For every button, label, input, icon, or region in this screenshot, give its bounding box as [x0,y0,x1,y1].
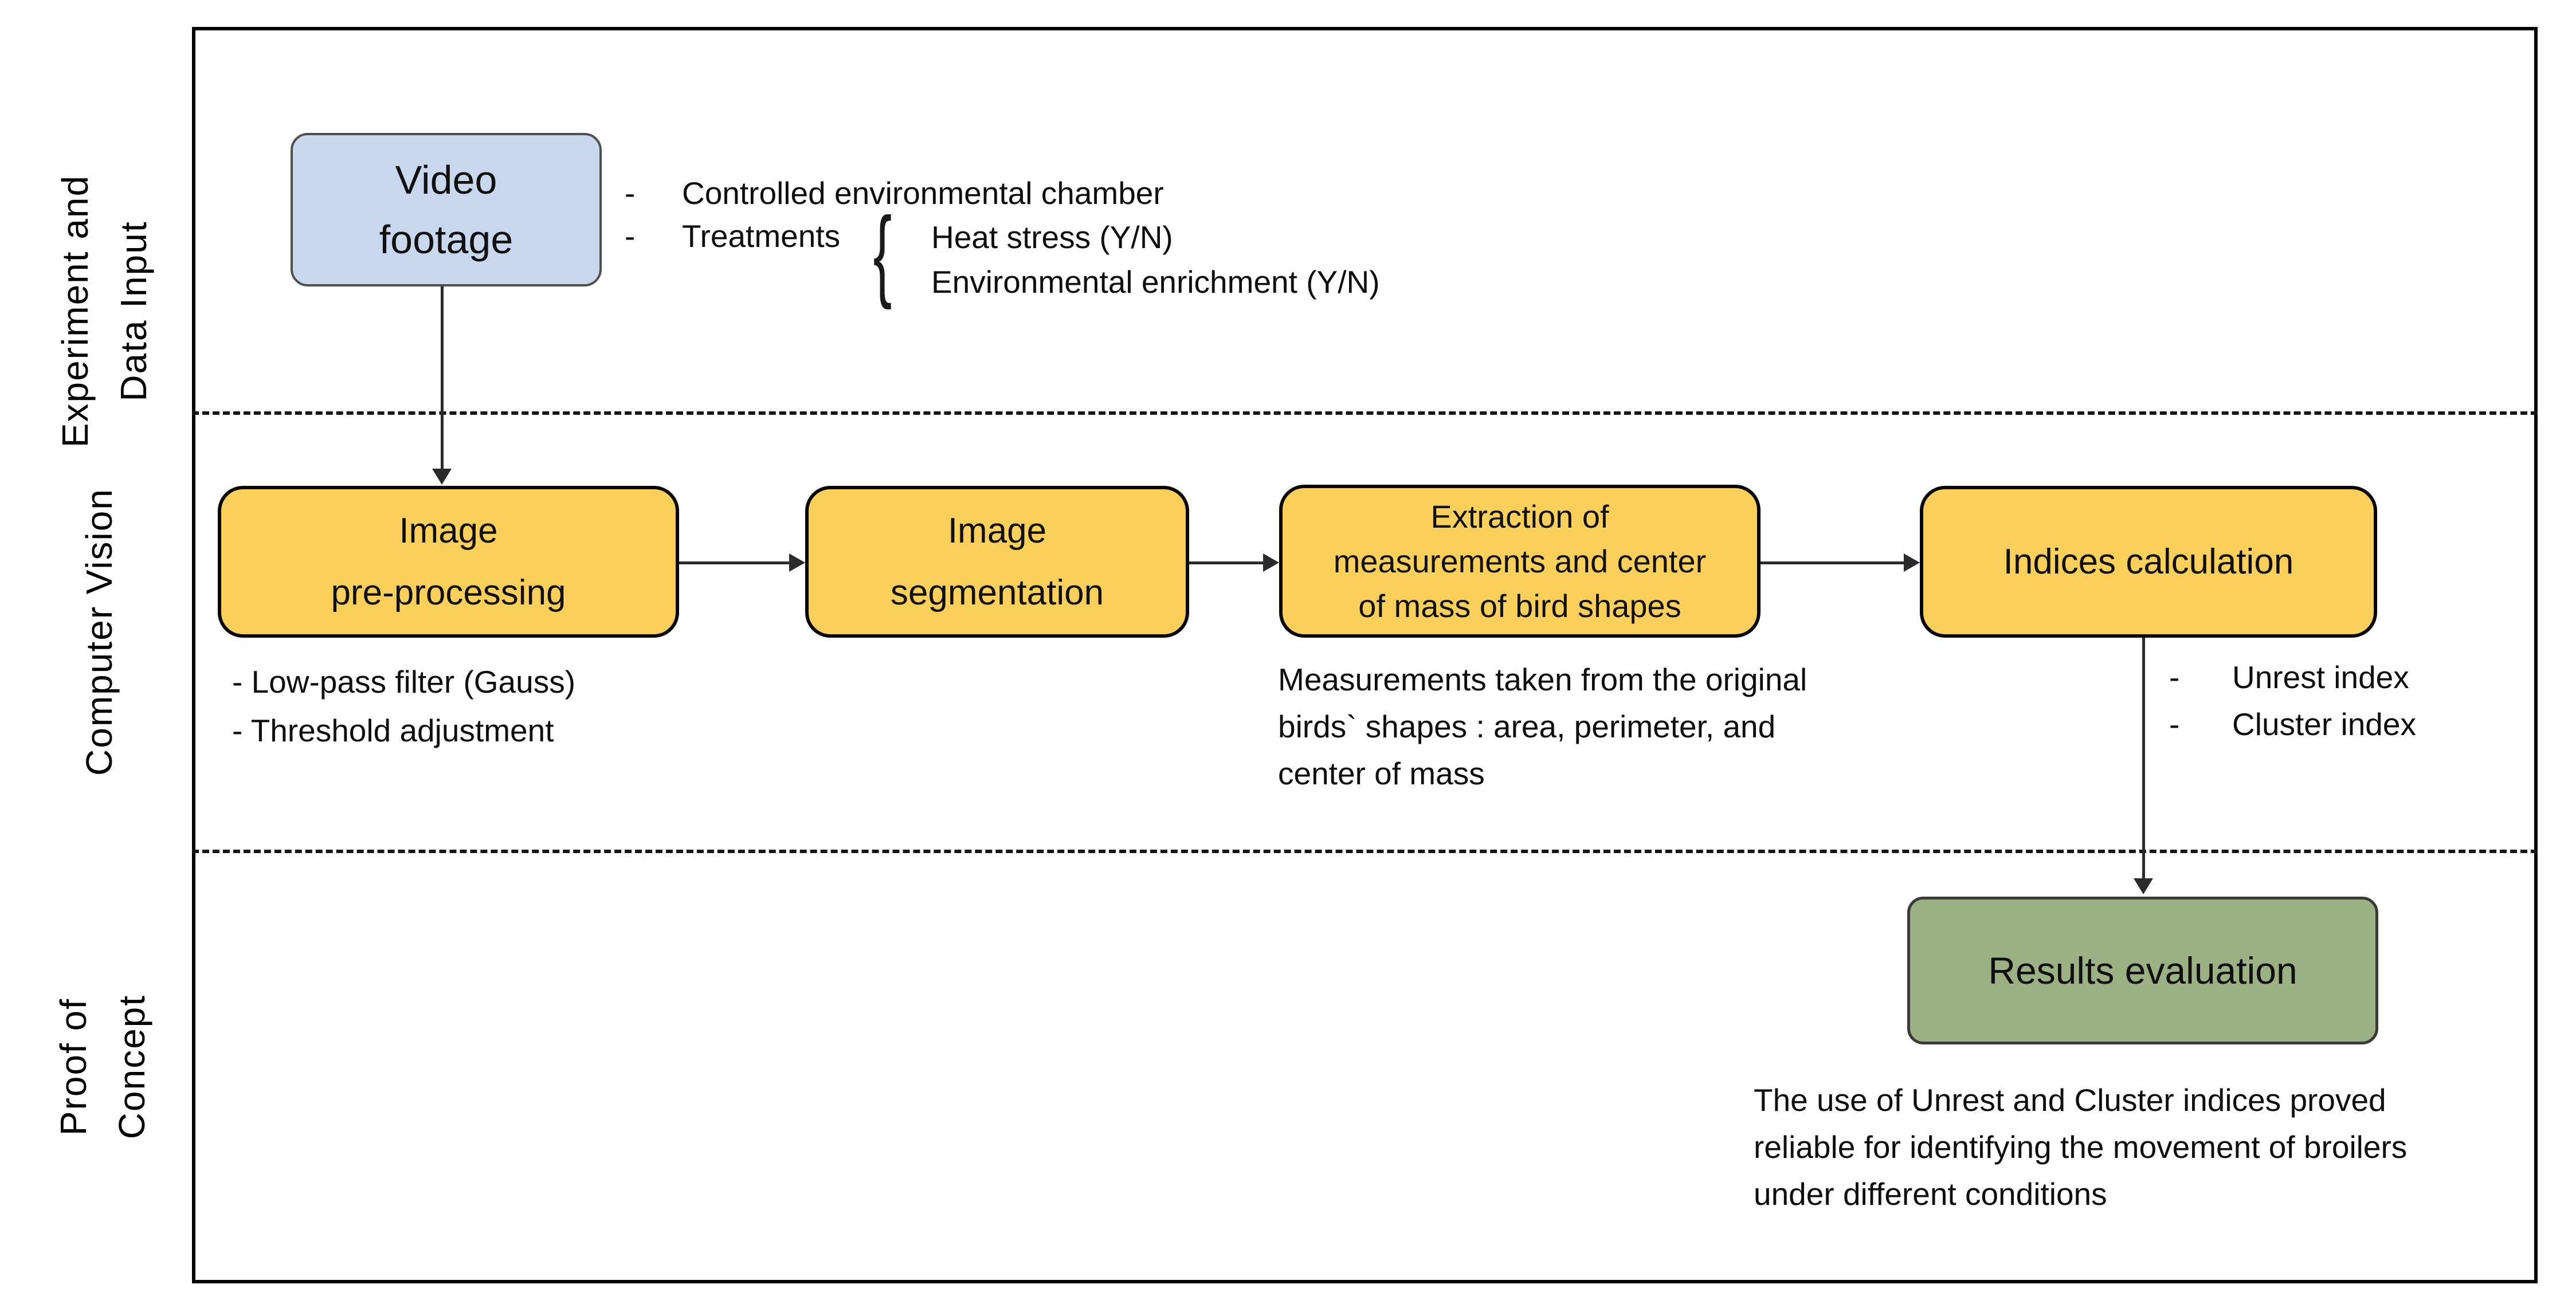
node-text-line: Extraction of [1430,498,1609,535]
note-controlled-chamber: Controlled environmental chamber [682,175,1164,211]
lane-divider-experiment-cv [192,411,2538,415]
note-conclusion-line3: under different conditions [1754,1176,2107,1212]
note-measurements-line3: center of mass [1278,756,1485,791]
node-text-line: Video [395,158,497,202]
flow-node-results-evaluation: Results evaluation [1907,897,2378,1044]
lane-label-line: Experiment and [54,174,96,448]
arrow-head [2134,878,2153,894]
node-text-line: of mass of bird shapes [1358,587,1681,624]
treatments-brace: { [873,196,892,310]
bullet-dash: - [2169,706,2180,742]
arrow-extraction-to-indices [1761,561,1904,564]
lane-label-line: Proof of [53,997,94,1136]
note-treatments: Treatments [682,218,841,254]
node-text-line: Image [947,510,1047,551]
arrow-head [432,469,452,485]
lane-label-computer-vision: Computer Vision [70,488,128,776]
note-heat-stress: Heat stress (Y/N) [931,219,1173,255]
note-threshold-adjustment: - Threshold adjustment [232,713,554,748]
node-text-line: footage [379,217,513,262]
note-unrest-index: Unrest index [2232,659,2409,695]
note-measurements-line2: birds` shapes : area, perimeter, and [1278,709,1776,744]
note-conclusion-line1: The use of Unrest and Cluster indices pr… [1754,1082,2386,1118]
arrow-video-to-preprocessing [441,286,444,470]
lane-label-line: Data Input [113,221,154,402]
node-text-line: pre-processing [331,572,566,612]
lane-label-experiment-data-input: Experiment and Data Input [46,175,163,447]
arrow-head [1263,553,1279,572]
flow-node-image-segmentation: Image segmentation [805,486,1189,638]
flow-node-video-footage: Video footage [291,133,602,286]
arrow-indices-to-results [2142,638,2145,878]
node-text-line: Results evaluation [1988,949,2297,992]
lane-divider-cv-proof [192,850,2538,853]
arrow-segmentation-to-extraction [1189,561,1263,564]
lane-label-proof-of-concept: Proof of Concept [44,995,161,1139]
arrow-head [789,553,805,572]
note-measurements-line1: Measurements taken from the original [1278,662,1807,697]
node-text-line: Image [399,510,498,551]
note-environmental-enrichment: Environmental enrichment (Y/N) [931,264,1380,300]
note-cluster-index: Cluster index [2232,706,2416,742]
flow-node-image-preprocessing: Image pre-processing [218,486,679,638]
bullet-dash: - [625,218,636,254]
flow-node-extraction-measurements: Extraction of measurements and center of… [1279,485,1761,638]
lane-label-line: Computer Vision [79,488,120,776]
bullet-dash: - [2169,659,2180,695]
arrow-preprocessing-to-segmentation [679,561,789,564]
node-text-line: measurements and center [1333,543,1707,579]
flow-node-indices-calculation: Indices calculation [1920,486,2377,638]
node-text-line: segmentation [890,572,1104,612]
bullet-dash: - [625,175,636,211]
arrow-head [1904,553,1920,572]
note-conclusion-line2: reliable for identifying the movement of… [1754,1129,2408,1165]
note-low-pass-filter: - Low-pass filter (Gauss) [232,664,576,700]
lane-label-line: Concept [111,994,152,1140]
node-text-line: Indices calculation [2003,541,2294,582]
diagram-border [192,27,2538,1283]
